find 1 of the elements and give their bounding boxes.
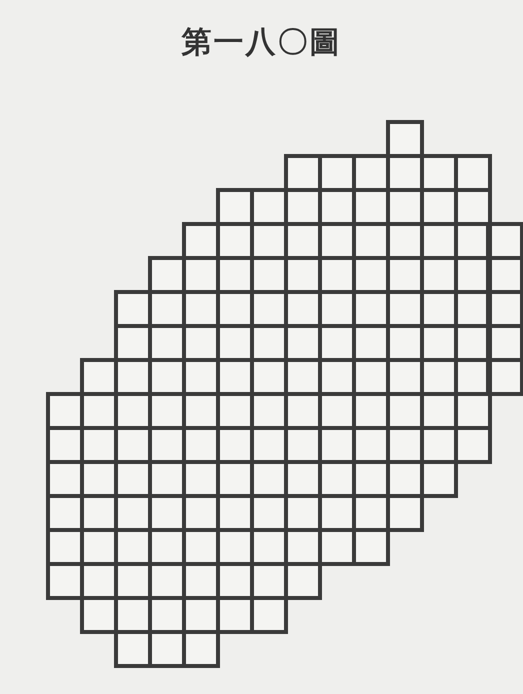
figure-title: 第一八〇圖	[182, 24, 342, 62]
